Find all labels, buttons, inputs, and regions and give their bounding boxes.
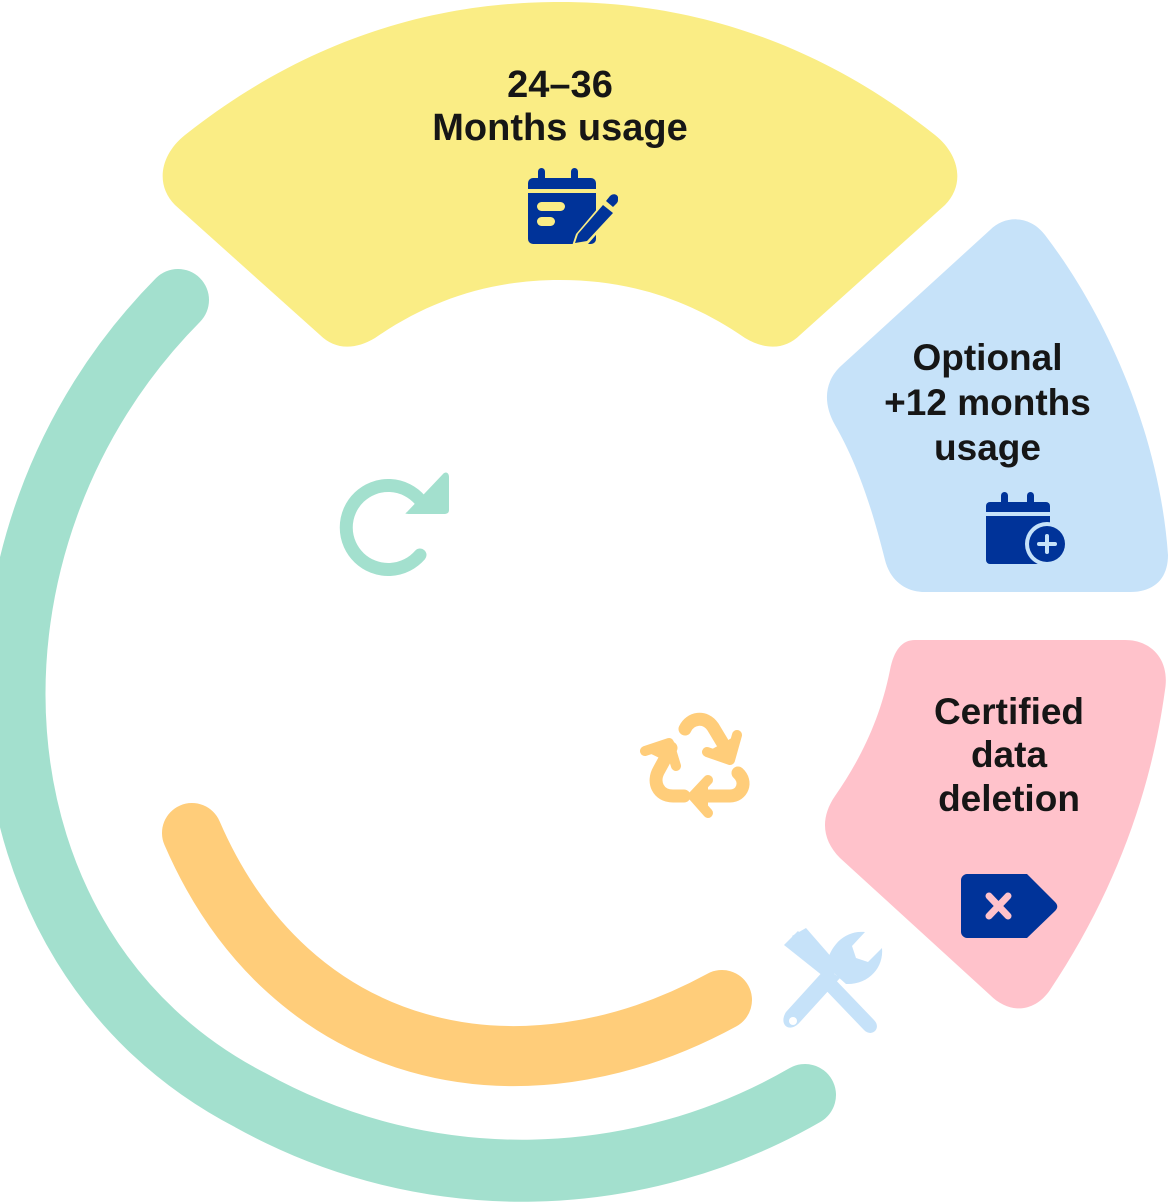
usage-segment-label: 24–36 Months usage [380, 57, 740, 157]
green-cycle-arc [0, 269, 836, 1202]
optional-segment-label: Optional +12 months usage [845, 335, 1130, 470]
optional-label-line-3: usage [934, 427, 1041, 469]
refresh-icon [339, 472, 449, 576]
deletion-label-line-2: data [970, 734, 1048, 776]
deletion-label-line-1: Certified [933, 691, 1085, 732]
deletion-segment-label: Certified data deletion [890, 690, 1128, 820]
optional-segment [826, 219, 1168, 592]
orange-repair-arc [162, 803, 752, 1087]
usage-label-line-2: Months usage [432, 107, 688, 149]
calendar-plus-icon [986, 492, 1069, 566]
optional-label-line-1: Optional [912, 337, 1063, 378]
usage-segment [162, 2, 958, 347]
tag-delete-icon [961, 874, 1058, 938]
deletion-label-line-3: deletion [938, 777, 1080, 819]
recycle-icon [640, 712, 750, 818]
optional-label-line-2: +12 months [884, 382, 1091, 424]
usage-label-line-1: 24–36 [507, 64, 613, 106]
deletion-segment [824, 640, 1166, 1009]
calendar-edit-icon [528, 168, 618, 246]
tools-icon [783, 928, 883, 1033]
